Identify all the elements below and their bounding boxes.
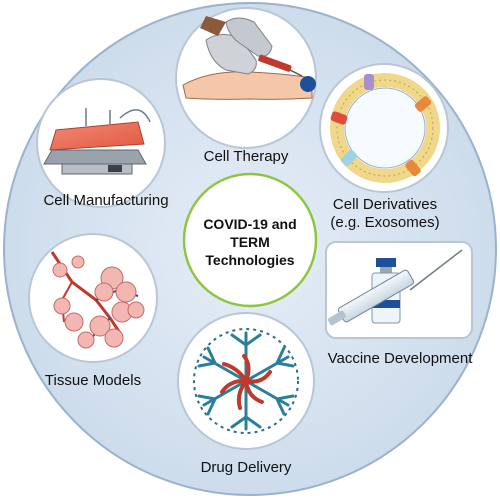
center-title-line-2: TERM (230, 234, 270, 250)
drug-delivery-label: Drug Delivery (200, 459, 292, 476)
dendrimer-icon (193, 328, 299, 434)
cell-derivatives-node (319, 63, 449, 193)
bioreactor-rocker-icon (43, 108, 151, 175)
syringe-vial-icon (327, 249, 463, 326)
cell-derivatives-label-line-2: (e.g. Exosomes) (330, 214, 440, 231)
cell-therapy-label: Cell Therapy (203, 148, 289, 165)
exosome-icon (330, 73, 440, 183)
cell-therapy-node (175, 7, 317, 149)
cell-manufacturing-node (36, 78, 166, 208)
center-title-line-1: COVID-19 and (203, 216, 297, 232)
arm-injection-icon (182, 16, 316, 100)
tissue-models-node (28, 233, 158, 363)
cell-derivatives-label-line-1: Cell Derivatives (332, 196, 438, 213)
lung-alveoli-icon (50, 251, 145, 349)
vaccine-development-label: Vaccine Development (327, 350, 473, 367)
center-circle (182, 172, 318, 308)
center-title-line-3: Technologies (205, 252, 295, 268)
vaccine-development-node (325, 241, 473, 339)
drug-delivery-node (177, 312, 315, 450)
cell-manufacturing-label: Cell Manufacturing (43, 192, 169, 209)
center-title: COVID-19 and TERM Technologies (180, 215, 320, 269)
tissue-models-label: Tissue Models (44, 372, 142, 389)
